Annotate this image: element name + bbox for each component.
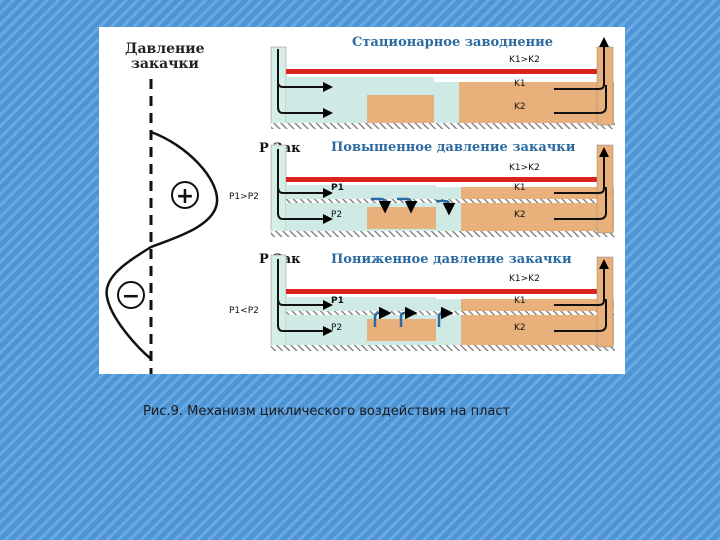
figure-drawing: Давление закачки + − P1>P2 P1<P2 Стацион…	[105, 35, 615, 374]
panel-3-low-perm-zone	[367, 319, 436, 341]
panel-3-left-label-p1: P1	[331, 296, 344, 306]
panel-1-hatch-bottom	[271, 123, 615, 129]
plus-circle-icon	[171, 181, 199, 209]
label-p1-gt-p2: P1>P2	[229, 192, 259, 202]
plus-symbol: +	[176, 184, 194, 209]
panel-1-high-perm-layer	[286, 69, 612, 74]
panel-1-k-relation: K1>K2	[509, 55, 540, 65]
panel-2-right-label-k2: K2	[514, 210, 526, 220]
panel-increased-pressure: Р Зак Повышенное давление закачки K1>K2 …	[259, 140, 615, 237]
panel-1-outflow-arrow-2	[554, 85, 607, 114]
panel-3-high-perm-layer	[286, 289, 612, 294]
panel-2-right-label-k1: K1	[514, 183, 526, 193]
panel-3-oil-zone	[436, 299, 614, 347]
panel-2-k-relation: K1>K2	[509, 163, 540, 173]
figure-caption: Рис.9. Механизм циклического воздействия…	[143, 404, 511, 419]
panel-3-k-relation: K1>K2	[509, 274, 540, 284]
panel-3-crossflow-arrow-1	[373, 306, 392, 327]
panel-2-hatch-bottom	[271, 231, 615, 237]
panel-1-low-perm-zone	[367, 95, 434, 123]
panel-2-crossflow-arrow-1	[371, 197, 392, 214]
label-p1-lt-p2: P1<P2	[229, 306, 259, 316]
panel-3-crossflow-arrow-2	[399, 306, 418, 327]
panel-2-left-label-p2: P2	[331, 210, 342, 220]
minus-symbol: −	[122, 284, 140, 309]
pressure-curve	[105, 130, 219, 360]
panel-decreased-pressure: Р Зак Пониженное давление закачки K1>K2 …	[259, 252, 615, 351]
panel-1-outflow-arrow-1	[554, 37, 609, 90]
panel-3-hatch-bottom	[271, 345, 615, 351]
panel-2-high-perm-layer	[286, 177, 612, 182]
panel-1-right-label-k1: K1	[514, 79, 526, 89]
panel-3-title: Пониженное давление закачки	[331, 252, 572, 267]
panel-3-outflow-arrow-1	[554, 259, 609, 306]
panel-2-outflow-arrow-2	[554, 187, 607, 220]
panel-1-inflow-arrow-2	[277, 82, 333, 118]
panel-3-left-label-p2: P2	[331, 323, 342, 333]
panel-2-outflow-arrow-1	[554, 147, 609, 194]
pressure-title-line1: Давление	[125, 41, 205, 57]
panel-2-crossflow-arrow-2	[397, 197, 418, 214]
minus-circle-icon	[117, 281, 145, 309]
panel-2-left-label-p1: P1	[331, 183, 344, 193]
panel-2-hatch-middle	[286, 199, 614, 203]
panel-1-title: Стационарное заводнение	[352, 35, 553, 50]
panel-1-right-label-k2: K2	[514, 102, 526, 112]
panel-2-title: Повышенное давление закачки	[331, 140, 576, 155]
panel-2-inflow-arrow-2	[277, 187, 333, 224]
cyclic-flooding-figure: Давление закачки + − P1>P2 P1<P2 Стацион…	[99, 27, 625, 374]
pressure-title-line2: закачки	[131, 56, 199, 72]
panel-3-right-label-k2: K2	[514, 323, 526, 333]
panel-2-low-perm-zone	[367, 207, 436, 229]
panel-3-inflow-arrow-2	[277, 299, 333, 336]
panel-1-flooded-zone-right	[434, 82, 459, 125]
panel-3-outflow-arrow-2	[554, 299, 607, 332]
panel-2-crossflow-arrow-3	[436, 199, 456, 216]
panel-2-oil-zone	[436, 187, 614, 233]
panel-stationary: Стационарное заводнение K1>K2 K1 K2	[270, 35, 615, 129]
panel-3-right-label-k1: K1	[514, 296, 526, 306]
panel-3-crossflow-arrow-3	[437, 306, 454, 327]
